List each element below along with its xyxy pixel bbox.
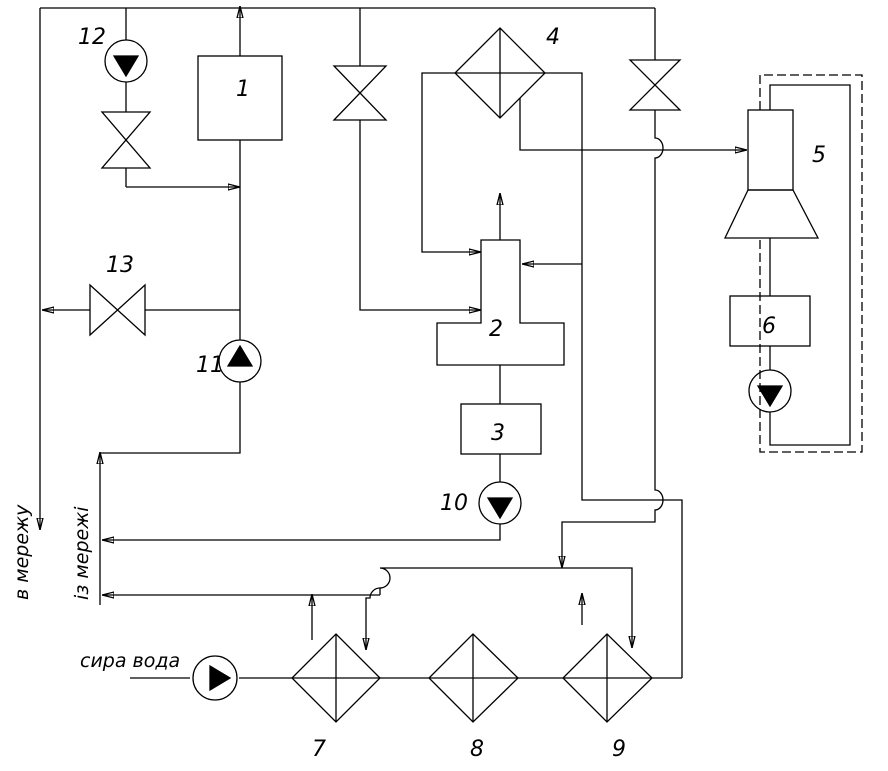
label-9: 9 <box>612 737 626 762</box>
exchanger-7-lines <box>312 587 381 650</box>
label-10: 10 <box>440 491 468 516</box>
label-6: 6 <box>762 314 776 339</box>
turbine-5 <box>723 109 820 239</box>
label-8: 8 <box>470 737 484 762</box>
label-1: 1 <box>236 77 250 102</box>
valve-12 <box>100 111 152 169</box>
pump-12 <box>104 39 148 83</box>
unit-1-block <box>197 6 283 141</box>
from-network-label: із мережі <box>71 506 93 600</box>
pump-12-branch <box>125 8 240 187</box>
label-7: 7 <box>312 737 326 762</box>
valve-left-line <box>332 8 481 310</box>
label-11: 11 <box>196 353 224 378</box>
heat-exchanger-8 <box>428 633 519 723</box>
raw-water-pump <box>192 655 238 701</box>
heat-exchanger-9-lines <box>102 567 632 648</box>
label-3: 3 <box>491 421 505 446</box>
raw-water-label: сира вода <box>80 650 180 672</box>
label-4: 4 <box>546 25 560 50</box>
label-5: 5 <box>812 143 826 168</box>
pump-10 <box>102 481 522 540</box>
label-12: 12 <box>78 25 106 50</box>
dashed-enclosure <box>759 74 863 453</box>
to-network-label: в мережу <box>11 504 33 600</box>
heat-exchanger-9 <box>562 633 653 723</box>
label-13: 13 <box>106 253 134 278</box>
valve-right-line <box>562 8 682 568</box>
valve-13 <box>42 283 240 337</box>
deaerator-2 <box>436 193 582 404</box>
label-2: 2 <box>489 317 503 342</box>
heat-exchanger-4 <box>421 27 747 678</box>
pump-11 <box>100 339 262 454</box>
unit-3-block <box>460 403 542 482</box>
unit-6-generator <box>729 84 851 446</box>
heat-exchanger-7 <box>291 633 381 723</box>
